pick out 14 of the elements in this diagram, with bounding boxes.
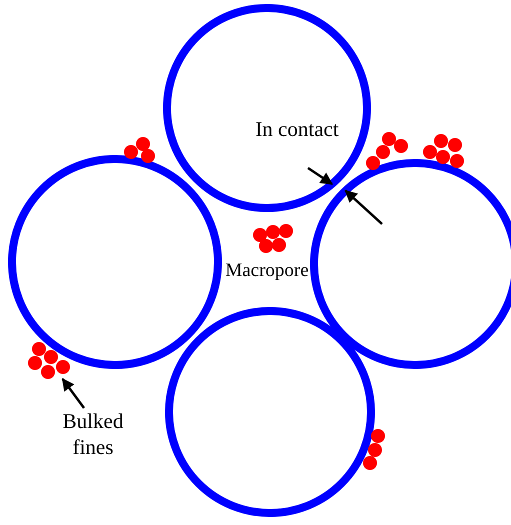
- arrow: [62, 378, 85, 409]
- fine-particles-cluster: [253, 224, 293, 253]
- pointer-arrow: [344, 190, 383, 225]
- pointer-arrow: [307, 166, 334, 186]
- fine-particles-cluster: [366, 132, 408, 170]
- grain-circle: [163, 4, 371, 212]
- fine-particles-cluster: [363, 429, 385, 470]
- grain-circle: [165, 307, 375, 517]
- text-label: Bulked fines: [48, 408, 138, 462]
- text-label: In contact: [254, 117, 340, 142]
- fine-particles-cluster: [423, 134, 464, 168]
- text-label: Macropore: [224, 260, 310, 283]
- fine-particles-cluster: [124, 137, 155, 163]
- fine-particles-cluster: [28, 342, 70, 379]
